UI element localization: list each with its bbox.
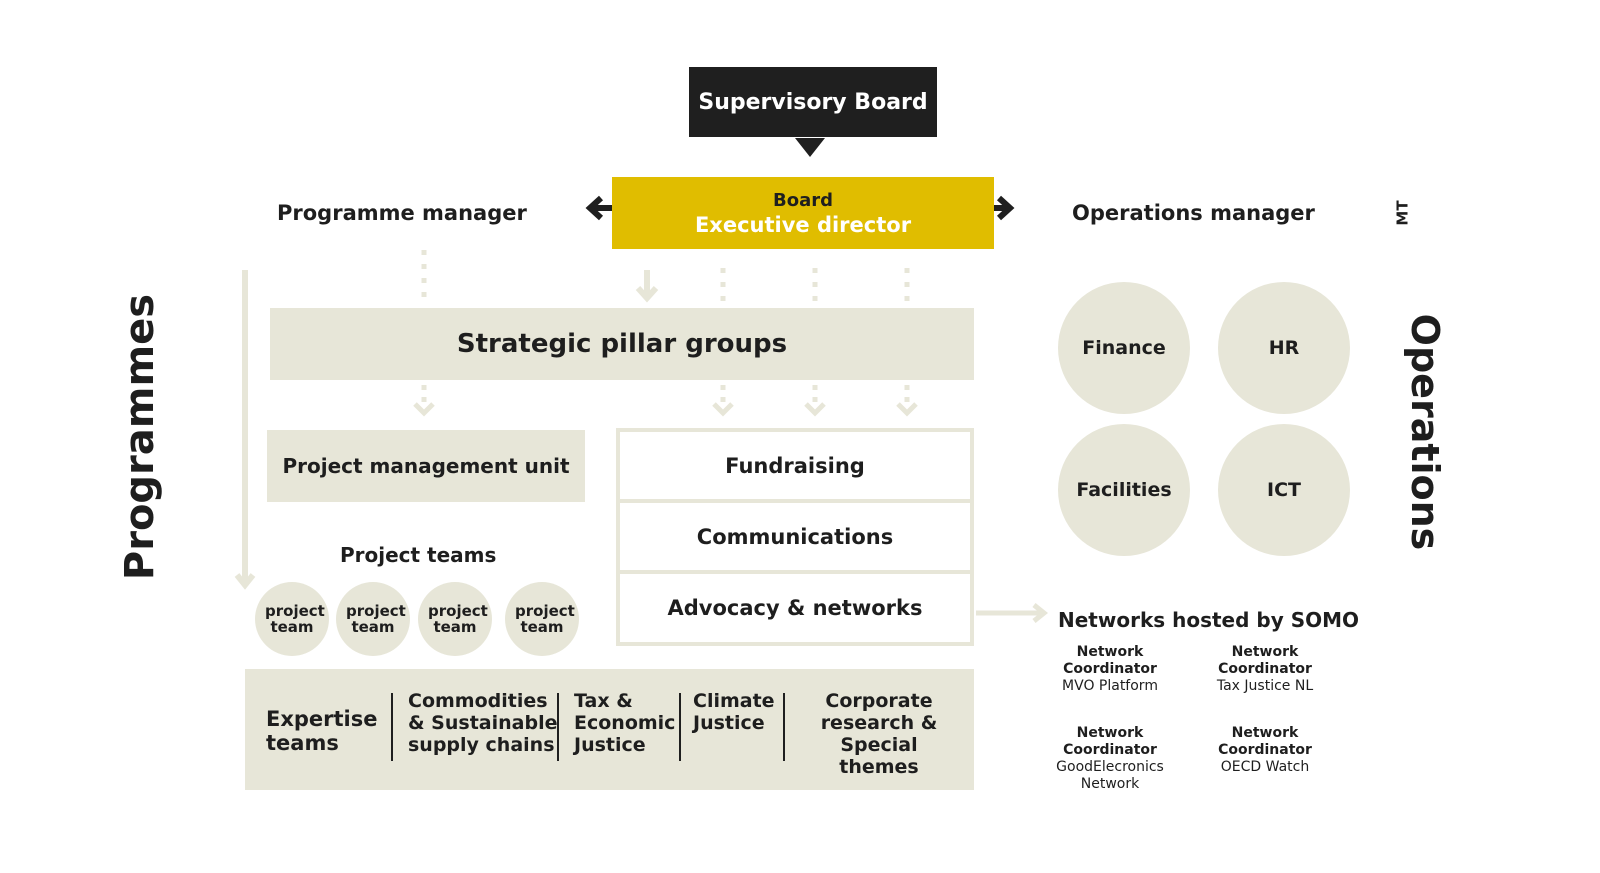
expertise-team-item: Climate Justice xyxy=(693,690,775,734)
project-team-circle: project team xyxy=(418,582,492,656)
project-team-circle: project team xyxy=(255,582,329,656)
operations-manager: Operations manager xyxy=(1072,201,1315,225)
project-team-circle: project team xyxy=(336,582,410,656)
project-team-label: project team xyxy=(346,602,406,636)
project-team-label: project team xyxy=(265,602,325,636)
support-unit-label: Fundraising xyxy=(725,453,865,478)
project-team-label: project team xyxy=(428,602,488,636)
supervisory-pointer xyxy=(795,138,825,157)
support-unit-label: Communications xyxy=(696,524,894,549)
programme-manager: Programme manager xyxy=(277,201,527,225)
strategic-pillar-groups: Strategic pillar groups xyxy=(270,308,974,380)
network-item: Network Coordinator Tax Justice NL xyxy=(1192,644,1338,695)
mt-label: MT xyxy=(1393,200,1412,226)
expertise-team-item: Corporate research & Special themes xyxy=(820,690,938,778)
network-item: Network Coordinator GoodElecronics Netwo… xyxy=(1040,725,1180,793)
network-item: Network Coordinator MVO Platform xyxy=(1040,644,1180,695)
programmes-down-arrow xyxy=(234,270,256,590)
support-unit-communications: Communications xyxy=(616,499,974,574)
expertise-divider xyxy=(679,693,681,761)
expertise-team-item: Tax & Economic Justice xyxy=(574,690,676,756)
operations-unit-label: Facilities xyxy=(1076,479,1172,501)
project-management-unit: Project management unit xyxy=(267,430,585,502)
expertise-teams-bar xyxy=(245,669,974,790)
operations-unit-hr: HR xyxy=(1218,282,1350,414)
project-team-label: project team xyxy=(515,602,575,636)
support-unit-fundraising: Fundraising xyxy=(616,428,974,503)
expertise-divider xyxy=(391,693,393,761)
board-label: Board xyxy=(773,190,833,211)
supervisory-board: Supervisory Board xyxy=(689,67,937,137)
network-item-title: Network Coordinator xyxy=(1063,725,1157,758)
operations-unit-finance: Finance xyxy=(1058,282,1190,414)
executive-director-label: Executive director xyxy=(694,213,912,237)
operations-unit-ict: ICT xyxy=(1218,424,1350,556)
expertise-team-item: Commodities & Sustainable supply chains xyxy=(408,690,558,756)
strategic-pillar-groups-label: Strategic pillar groups xyxy=(456,329,788,359)
network-item: Network Coordinator OECD Watch xyxy=(1192,725,1338,776)
supervisory-board-label: Supervisory Board xyxy=(698,89,928,115)
network-item-name: OECD Watch xyxy=(1220,759,1310,775)
board-to-pillar-arrow xyxy=(635,270,659,303)
arrow-to-programme-manager xyxy=(585,195,612,221)
operations-unit-label: ICT xyxy=(1267,479,1301,501)
expertise-divider xyxy=(557,693,559,761)
project-team-circle: project team xyxy=(505,582,579,656)
expertise-divider xyxy=(783,693,785,761)
operations-label: Operations xyxy=(1403,313,1447,551)
network-item-name: MVO Platform xyxy=(1062,678,1158,694)
board-executive-director: Board Executive director xyxy=(612,177,994,249)
support-unit-advocacy: Advocacy & networks xyxy=(616,570,974,646)
network-item-title: Network Coordinator xyxy=(1218,725,1312,758)
operations-unit-label: HR xyxy=(1268,337,1300,359)
dotted-connectors-top xyxy=(421,250,910,305)
network-item-name: Tax Justice NL xyxy=(1216,678,1314,694)
network-item-name: GoodElecronics Network xyxy=(1056,759,1164,792)
expertise-teams-heading: Expertise teams xyxy=(266,707,378,755)
networks-heading: Networks hosted by SOMO xyxy=(1058,608,1360,632)
network-item-title: Network Coordinator xyxy=(1063,644,1157,677)
dotted-connectors-bottom xyxy=(413,385,918,417)
network-item-title: Network Coordinator xyxy=(1218,644,1312,677)
operations-unit-facilities: Facilities xyxy=(1058,424,1190,556)
operations-unit-label: Finance xyxy=(1082,337,1166,359)
advocacy-to-networks-arrow xyxy=(976,603,1049,623)
programmes-label: Programmes xyxy=(117,293,163,581)
support-unit-label: Advocacy & networks xyxy=(667,596,923,620)
project-teams-heading: Project teams xyxy=(340,543,497,567)
project-management-unit-label: Project management unit xyxy=(282,454,570,478)
